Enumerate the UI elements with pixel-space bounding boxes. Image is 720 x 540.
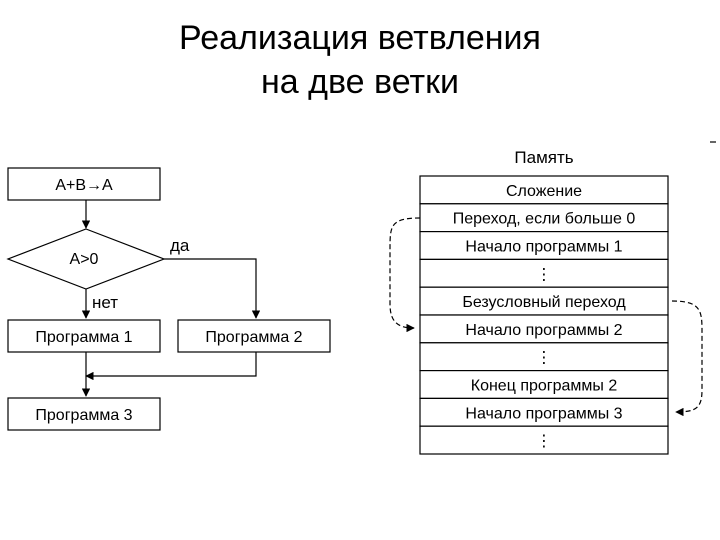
memory-cell-label: Сложение [506, 183, 582, 200]
memory-cell-label: Безусловный переход [462, 294, 626, 311]
condition-label: A>0 [70, 251, 99, 268]
conditional-jump-arrow [389, 217, 421, 333]
memory-cell-label: Начало программы 2 [465, 322, 622, 339]
assign-box-label: A+B→A [55, 177, 113, 194]
memory-cell-label: ⋮ [536, 266, 552, 283]
memory-cell-label: Переход, если больше 0 [453, 211, 636, 228]
slide-title-line-1: Реализация ветвления [179, 19, 541, 57]
slide-title: Реализация ветвления на две ветки [0, 16, 720, 104]
slide-title-line-2: на две ветки [261, 63, 459, 101]
memory-cell [419, 314, 669, 344]
memory-cell-label: Конец программы 2 [471, 378, 618, 395]
program-2-box [177, 319, 331, 353]
unconditional-jump-arrow [671, 300, 703, 417]
memory-cell-label: Начало программы 3 [465, 405, 622, 422]
memory-cell [419, 370, 669, 400]
memory-cell [419, 425, 669, 455]
program-1-box [7, 319, 161, 353]
memory-cell [419, 231, 669, 261]
memory-cell [419, 175, 669, 205]
no-label: нет [92, 293, 118, 312]
program-2-label: Программа 2 [205, 329, 302, 346]
program-1-label: Программа 1 [35, 329, 132, 346]
flowchart [6, 167, 331, 431]
program-3-box [7, 397, 161, 431]
memory-cell-label: ⋮ [536, 350, 552, 367]
flow-arrow-yes-branch [164, 258, 261, 319]
memory-cell [419, 342, 669, 372]
jump-arrows [389, 217, 703, 417]
memory-cell-label: Начало программы 1 [465, 239, 622, 256]
memory-cell [419, 258, 669, 288]
assign-box [7, 167, 161, 201]
flowchart-labels: A+B→A A>0 да нет Программа 1 Программа 2… [35, 177, 302, 424]
flow-line-program2-merge [85, 352, 257, 381]
memory-cell [419, 397, 669, 427]
program-3-label: Программа 3 [35, 407, 132, 424]
memory-header: Память [514, 148, 573, 167]
memory-cell-label: ⋮ [536, 433, 552, 450]
yes-label: да [170, 236, 190, 255]
